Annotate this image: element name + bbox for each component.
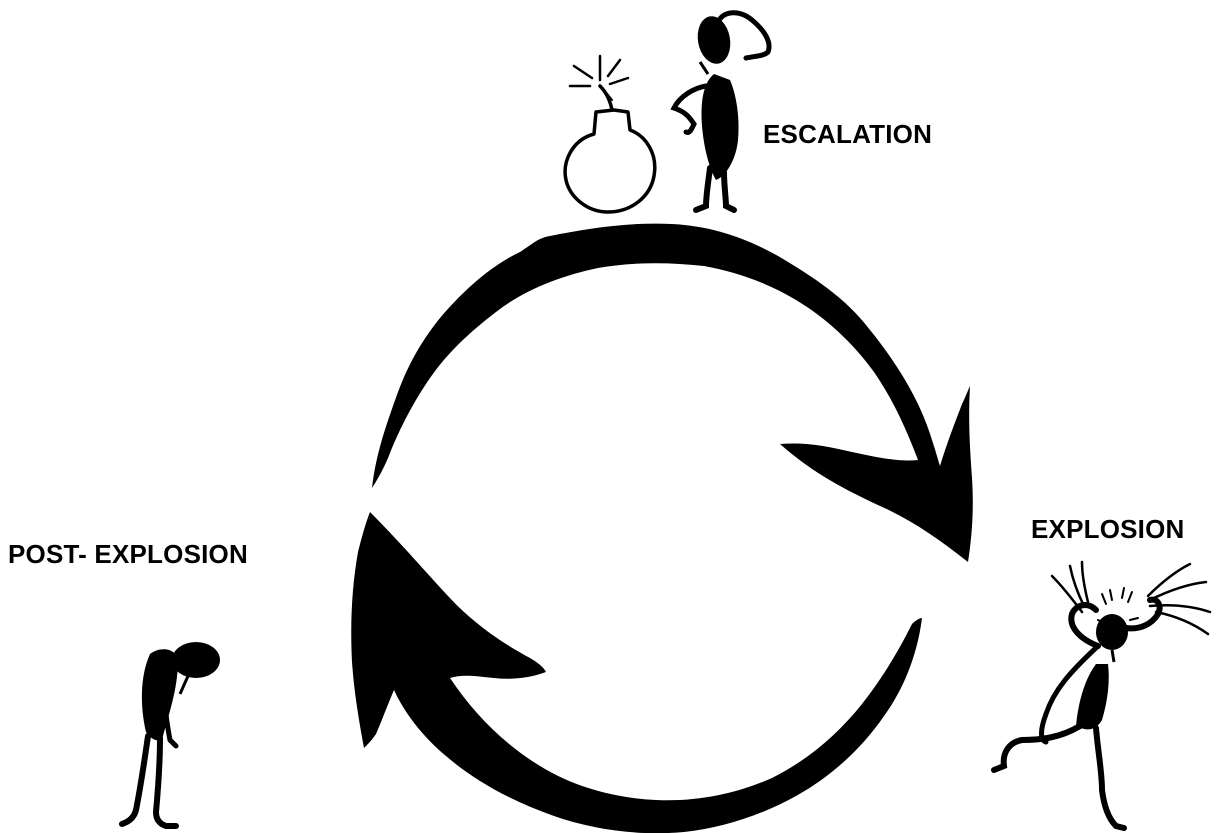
explosion-label: EXPLOSION <box>1031 514 1185 544</box>
post-explosion-label: POST- EXPLOSION <box>8 539 248 569</box>
exploding-figure-icon <box>991 560 1212 831</box>
thinking-figure-icon <box>670 10 772 213</box>
bomb-icon <box>563 54 657 214</box>
cycle-arrow-icon <box>351 223 973 833</box>
slumped-figure-icon <box>119 642 220 829</box>
arrow-top-escalation-to-explosion <box>372 223 973 562</box>
escalation-label: ESCALATION <box>763 119 933 149</box>
arrow-bottom-explosion-to-post <box>351 512 922 833</box>
